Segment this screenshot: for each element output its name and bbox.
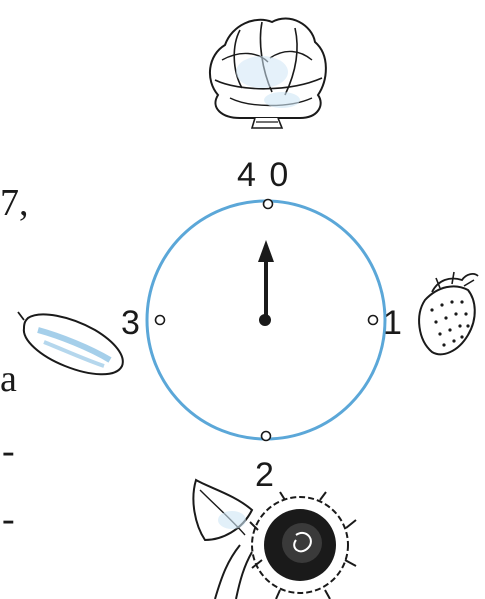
- label-left: 3: [121, 306, 140, 340]
- dial-center: [259, 314, 271, 326]
- marker-left: [156, 316, 165, 325]
- cucumber-icon: [18, 312, 123, 374]
- marker-right: [369, 316, 378, 325]
- dial-hand-arrowhead: [258, 240, 274, 262]
- label-top: 4 0: [237, 158, 290, 192]
- label-right: 1: [383, 306, 402, 340]
- cabbage-icon: [210, 19, 326, 128]
- sunflower-icon: [193, 480, 356, 599]
- label-bottom: 2: [255, 458, 274, 492]
- strawberry-icon: [419, 272, 478, 354]
- marker-top: [264, 200, 273, 209]
- marker-bottom: [262, 432, 271, 441]
